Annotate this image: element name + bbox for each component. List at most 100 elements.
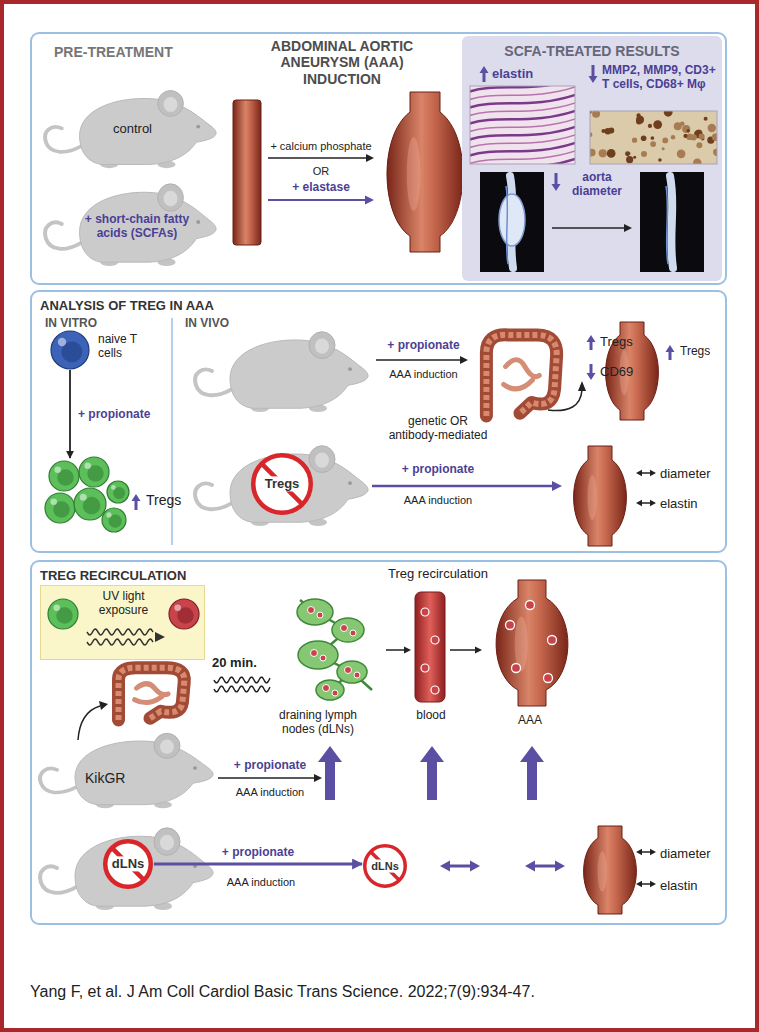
immunostain-image-part-part (641, 135, 647, 141)
caption: Yang F, et al. J Am Coll Cardiol Basic T… (30, 983, 600, 1002)
blood-vessel (415, 592, 445, 702)
depletion-symbol: Tregs (250, 452, 314, 516)
immunostain-image (588, 108, 720, 167)
cell-part (107, 481, 129, 503)
cell-part (45, 493, 75, 523)
cell (102, 508, 126, 532)
depletion-symbol: dLNs (362, 843, 408, 889)
cell-part (49, 461, 79, 491)
cell-part (79, 457, 109, 487)
double-arrow-part (641, 883, 651, 885)
node-text: SCFA-TREATED RESULTS (472, 43, 712, 59)
cell-part (174, 604, 181, 611)
cell (74, 488, 106, 520)
elastin-histology-part-part (470, 110, 575, 124)
annotation-label: elastin (660, 496, 724, 511)
aorta-photo-part (666, 186, 668, 264)
aneurysm-figure (496, 580, 568, 706)
cell-part (84, 462, 91, 469)
mouse-silhouette-part (45, 222, 81, 248)
block-arrow (480, 66, 489, 82)
cell (79, 457, 109, 487)
cell (49, 461, 79, 491)
aorta-tube (233, 100, 261, 245)
arrow (218, 774, 322, 782)
aneurysm-figure-part (407, 137, 421, 211)
annotation-label: Tregs (680, 344, 722, 358)
immunostain-image-part-part (693, 158, 701, 164)
mouse-silhouette-part (80, 192, 217, 262)
annotation-label: IN VIVO (185, 316, 285, 330)
annotation-label: 20 min. (212, 655, 282, 670)
cell-part (58, 338, 66, 346)
elastin-histology-part-part (470, 158, 575, 164)
mouse-silhouette-part (230, 340, 368, 408)
curved-arrow (78, 701, 108, 740)
wave-line (87, 639, 153, 645)
node-outline-part (253, 455, 311, 513)
cell-part (51, 331, 89, 369)
arrow-part (624, 224, 632, 232)
double-arrow-part (641, 851, 651, 853)
edge-label: + propionate (222, 845, 294, 859)
mouse-silhouette (195, 332, 368, 412)
arrow (376, 356, 468, 364)
double-arrow-part (641, 502, 651, 504)
annotation-label: AAA (505, 713, 555, 727)
mouse-silhouette-part (160, 835, 174, 851)
divider (171, 318, 173, 545)
immunostain-image-part-part (641, 151, 647, 157)
treg-cells: Tregs (42, 458, 128, 538)
node-text: dLNs (110, 856, 147, 871)
immunostain-image-part (590, 111, 717, 164)
lymph-nodes-part (332, 690, 338, 696)
mouse-figure: + short-chain fatty acids (SCFAs) (40, 178, 218, 268)
double-arrow (636, 849, 656, 856)
annotation-label: + calcium phosphate (266, 140, 376, 153)
mouse-silhouette (40, 733, 213, 808)
mouse-silhouette-part (196, 220, 200, 224)
edge-label: + propionate (78, 407, 150, 421)
curved-arrow (548, 381, 586, 411)
mouse-silhouette-part (75, 836, 213, 906)
annotation-label: diameter (660, 466, 724, 481)
annotation-label: IN VITRO (45, 316, 145, 330)
colon-figure (119, 668, 185, 720)
curved-arrow-part (99, 701, 108, 710)
immunostain-image-part-part (680, 121, 685, 126)
mouse-silhouette-part (195, 484, 232, 510)
double-arrow-part (440, 861, 480, 872)
cell (48, 599, 78, 629)
aorta-photo-part (670, 176, 673, 268)
lymph-nodes-part (350, 630, 356, 636)
curved-arrow-part (548, 390, 582, 411)
lymph-nodes-part (341, 625, 348, 632)
lymph-nodes-part (332, 618, 364, 642)
aorta-photo-part (640, 172, 704, 272)
immunostain-image-part-part (599, 149, 607, 157)
double-arrow (636, 881, 656, 888)
mouse-silhouette-part (230, 454, 368, 522)
lymph-nodes-part (337, 661, 367, 683)
mouse-silhouette-part (193, 766, 197, 770)
node-outline-part (365, 846, 406, 887)
lymph-nodes-part (320, 655, 326, 661)
immunostain-image-part-part (651, 136, 655, 140)
mouse-silhouette-part (154, 733, 180, 758)
immunostain-image-part-part (653, 120, 662, 129)
mouse-silhouette-part (158, 91, 184, 117)
colon-figure-part (119, 668, 185, 720)
aneurysm-figure-part (512, 664, 521, 673)
immunostain-image-part-part (662, 147, 665, 150)
immunostain-image-part (590, 111, 717, 164)
arrow-part (475, 647, 482, 654)
arrow (450, 647, 482, 654)
lymph-nodes-part (311, 650, 318, 657)
block-arrow (587, 335, 596, 350)
double-arrow-part (636, 470, 656, 477)
aneurysm-figure-part (574, 446, 627, 546)
node-outline (50, 330, 90, 370)
blood-vessel-part (431, 686, 439, 694)
mouse-silhouette-part (45, 127, 81, 152)
